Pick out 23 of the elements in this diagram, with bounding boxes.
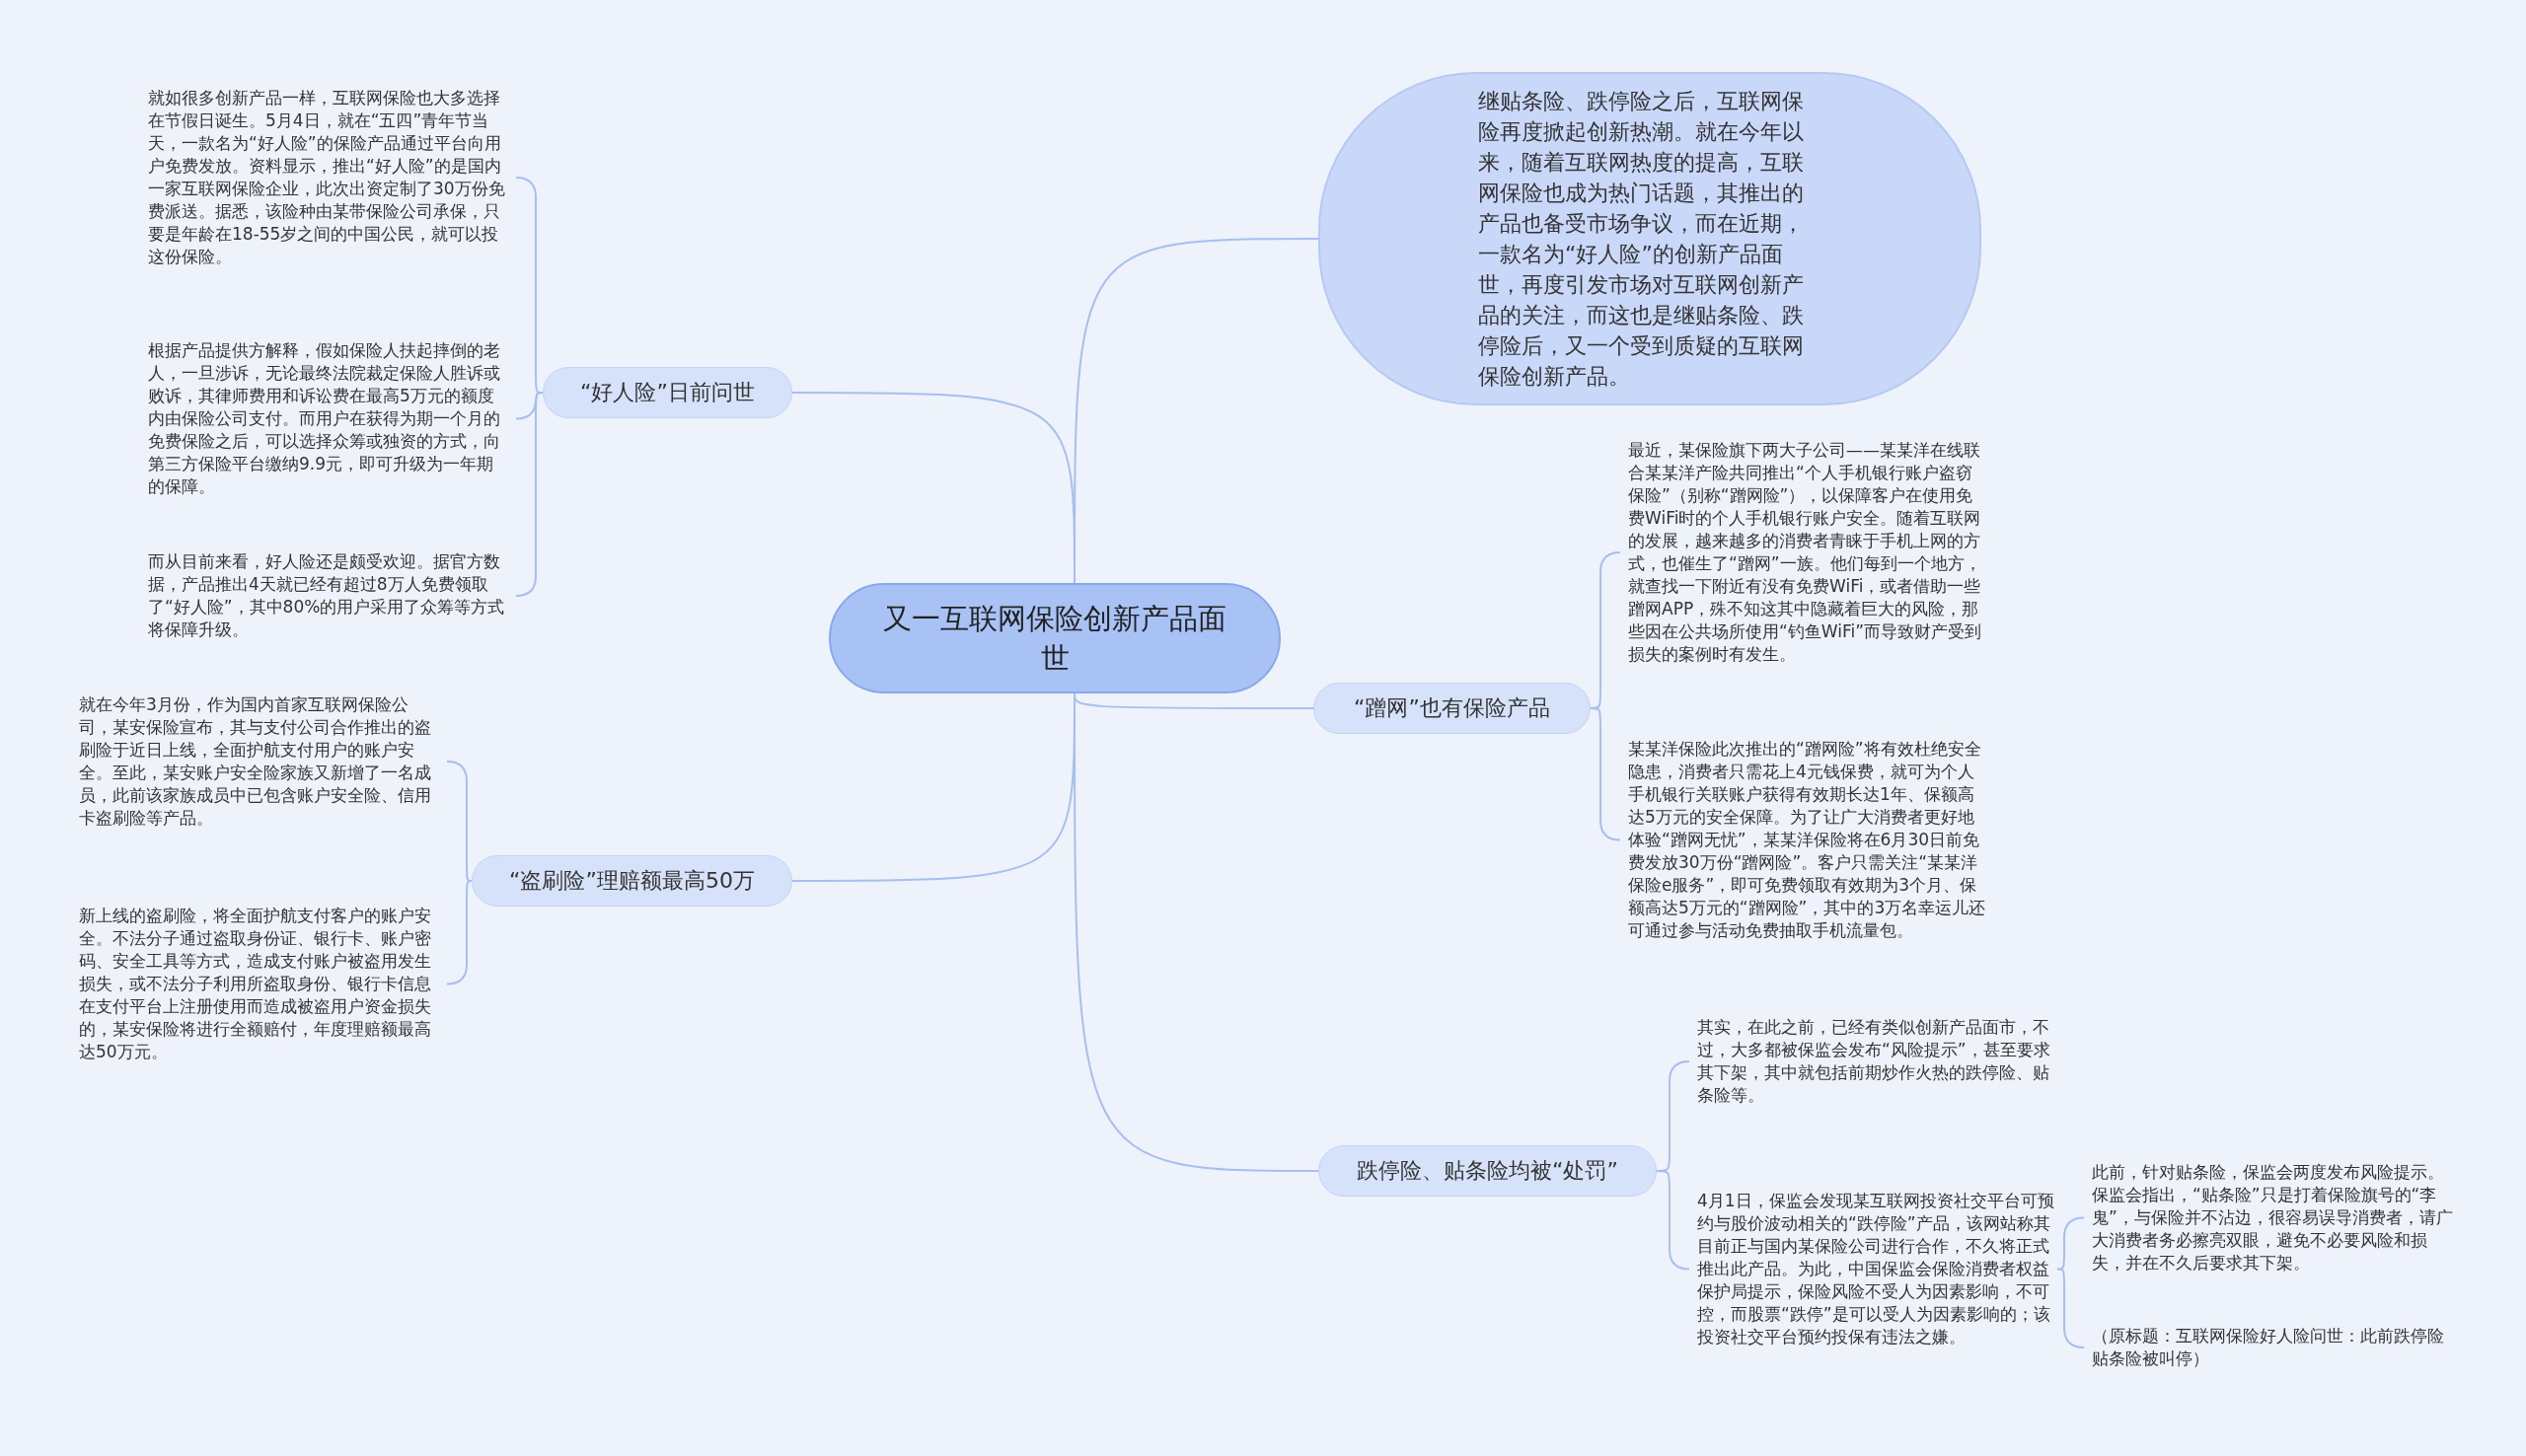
note-text: 根据产品提供方解释，假如保险人扶起摔倒的老人，一旦涉诉，无论最终法院裁定保险人胜诉或败诉，其律师费用和诉讼费在最高5万元的额度内由保险公司支付。而用户在获得为期一个月的免费保险之后，可以选择众筹或独资的方式，向第三方保险平台缴纳9.9元，即可升级为一年期的保障。 (148, 339, 508, 498)
topic-bubble: 继贴条险、跌停险之后，互联网保险再度掀起创新热潮。就在今年以来，随着互联网热度的提高，互联网保险也成为热门话题，其推出的产品也备受市场争议，而在近期，一款名为“好人险”的创新产品面世，再度引发市场对互联网创新产品的关注，而这也是继贴条险、跌停险后，又一个受到质疑的互联网保险创新产品。 (1318, 72, 1981, 405)
note-text: 就如很多创新产品一样，互联网保险也大多选择在节假日诞生。5月4日，就在“五四”青年节当天，一款名为“好人险”的保险产品通过平台向用户免费发放。资料显示，推出“好人险”的是国内一家互联网保险企业，此次出资定制了30万份免费派送。据悉，该险种由某带保险公司承保，只要是年龄在18-55岁之间的中国公民，就可以投这份保险。 (148, 87, 508, 268)
branch-topic: “好人险”日前问世 (543, 367, 792, 418)
branch-topic: “盗刷险”理赔额最高50万 (472, 855, 792, 907)
connector-line (1656, 1170, 1690, 1271)
connector-line (515, 392, 544, 597)
branch-topic: 跌停险、贴条险均被“处罚” (1318, 1145, 1657, 1197)
note-text: 某某洋保险此次推出的“蹭网险”将有效杜绝安全隐患，消费者只需花上4元钱保费，就可为个人手机银行关联账户获得有效期长达1年、保额高达5万元的安全保障。为了让广大消费者更好地体验“蹭网无忧”，某某洋保险将在6月30日前免费发放30万份“蹭网险”。客户只需关注“某某洋保险e服务”，即可免费领取有效期为3个月、保额高达5万元的“蹭网险”，其中的3万名幸运儿还可通过参与活动免费抽取手机流量包。 (1628, 738, 1988, 942)
note-text: 新上线的盗刷险，将全面护航支付客户的账户安全。不法分子通过盗取身份证、银行卡、账户密码、安全工具等方式，造成支付账户被盗用发生损失，或不法分子利用所盗取身份、银行卡信息在支付平台上注册使用而造成被盗用户资金损失的，某安保险将进行全额赔付，年度理赔额最高达50万元。 (79, 905, 439, 1063)
note-text: 此前，针对贴条险，保监会两度发布风险提示。保监会指出，“贴条险”只是打着保险旗号的“李鬼”，与保险并不沾边，很容易误导消费者，请广大消费者务必擦亮双眼，避免不必要风险和损失，并在不久后要求其下架。 (2092, 1161, 2457, 1274)
connector-line (446, 880, 473, 985)
note-text: 4月1日，保监会发现某互联网投资社交平台可预约与股价波动相关的“跌停险”产品，该网站称其目前正与国内某保险公司进行合作，不久将正式推出此产品。为此，中国保监会保险消费者权益保护局提示，保险风险不受人为因素影响，不可控，而股票“跌停”是可以受人为因素影响的；该投资社交平台预约投保有违法之嫌。 (1697, 1190, 2057, 1348)
connector-line (1590, 707, 1621, 841)
note-text: 其实，在此之前，已经有类似创新产品面市，不过，大多都被保监会发布“风险提示”，甚至要求其下架，其中就包括前期炒作火热的跌停险、贴条险等。 (1697, 1016, 2057, 1107)
central-topic: 又一互联网保险创新产品面世 (829, 583, 1281, 693)
note-text: （原标题：互联网保险好人险问世：此前跌停险贴条险被叫停） (2092, 1325, 2457, 1370)
note-text: 最近，某保险旗下两大子公司——某某洋在线联合某某洋产险共同推出“个人手机银行账户盗窃保险”（别称“蹭网险”），以保障客户在使用免费WiFi时的个人手机银行账户安全。随着互联网的发展，越来越多的消费者青睐于手机上网的方式，也催生了“蹭网”一族。他们每到一个地方，就查找一下附近有没有免费WiFi，或者借助一些蹭网APP，殊不知这其中隐藏着巨大的风险，那些因在公共场所使用“钓鱼WiFi”而导致财产受到损失的案例时有发生。 (1628, 439, 1988, 666)
connector-line (2056, 1268, 2085, 1348)
note-text: 就在今年3月份，作为国内首家互联网保险公司，某安保险宣布，其与支付公司合作推出的盗刷险于近日上线，全面护航支付用户的账户安全。至此，某安账户安全险家族又新增了一名成员，此前该家族成员中已包含账户安全险、信用卡盗刷险等产品。 (79, 693, 439, 830)
connector-line (2056, 1216, 2085, 1271)
branch-topic: “蹭网”也有保险产品 (1313, 683, 1591, 734)
note-text: 而从目前来看，好人险还是颇受欢迎。据官方数据，产品推出4天就已经有超过8万人免费领取了“好人险”，其中80%的用户采用了众筹等方式将保障升级。 (148, 550, 508, 641)
